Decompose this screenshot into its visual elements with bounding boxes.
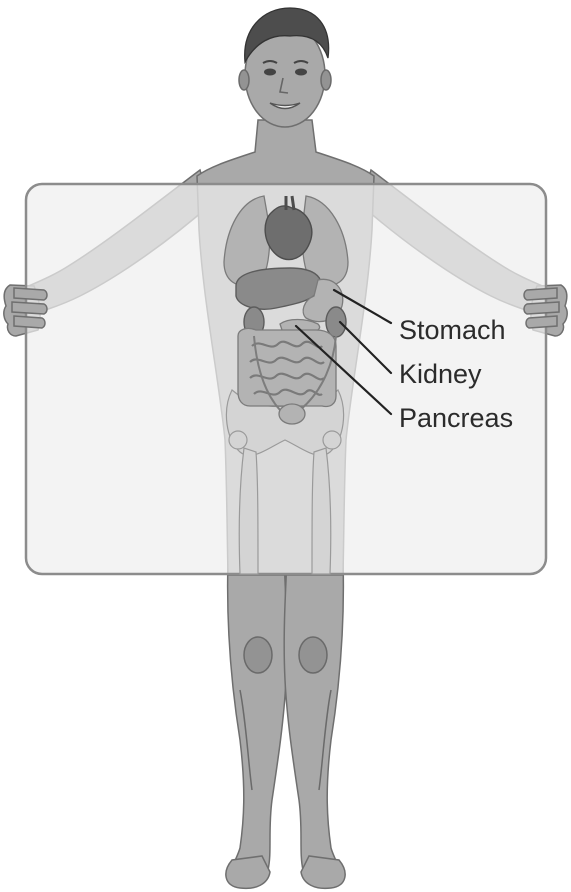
label-kidney: Kidney bbox=[399, 359, 482, 389]
legs bbox=[226, 560, 345, 888]
right-femur bbox=[312, 448, 331, 574]
head bbox=[239, 8, 331, 127]
label-pancreas: Pancreas bbox=[399, 403, 513, 433]
label-stomach: Stomach bbox=[399, 315, 506, 345]
bladder bbox=[279, 404, 305, 424]
left-femur bbox=[239, 448, 258, 574]
